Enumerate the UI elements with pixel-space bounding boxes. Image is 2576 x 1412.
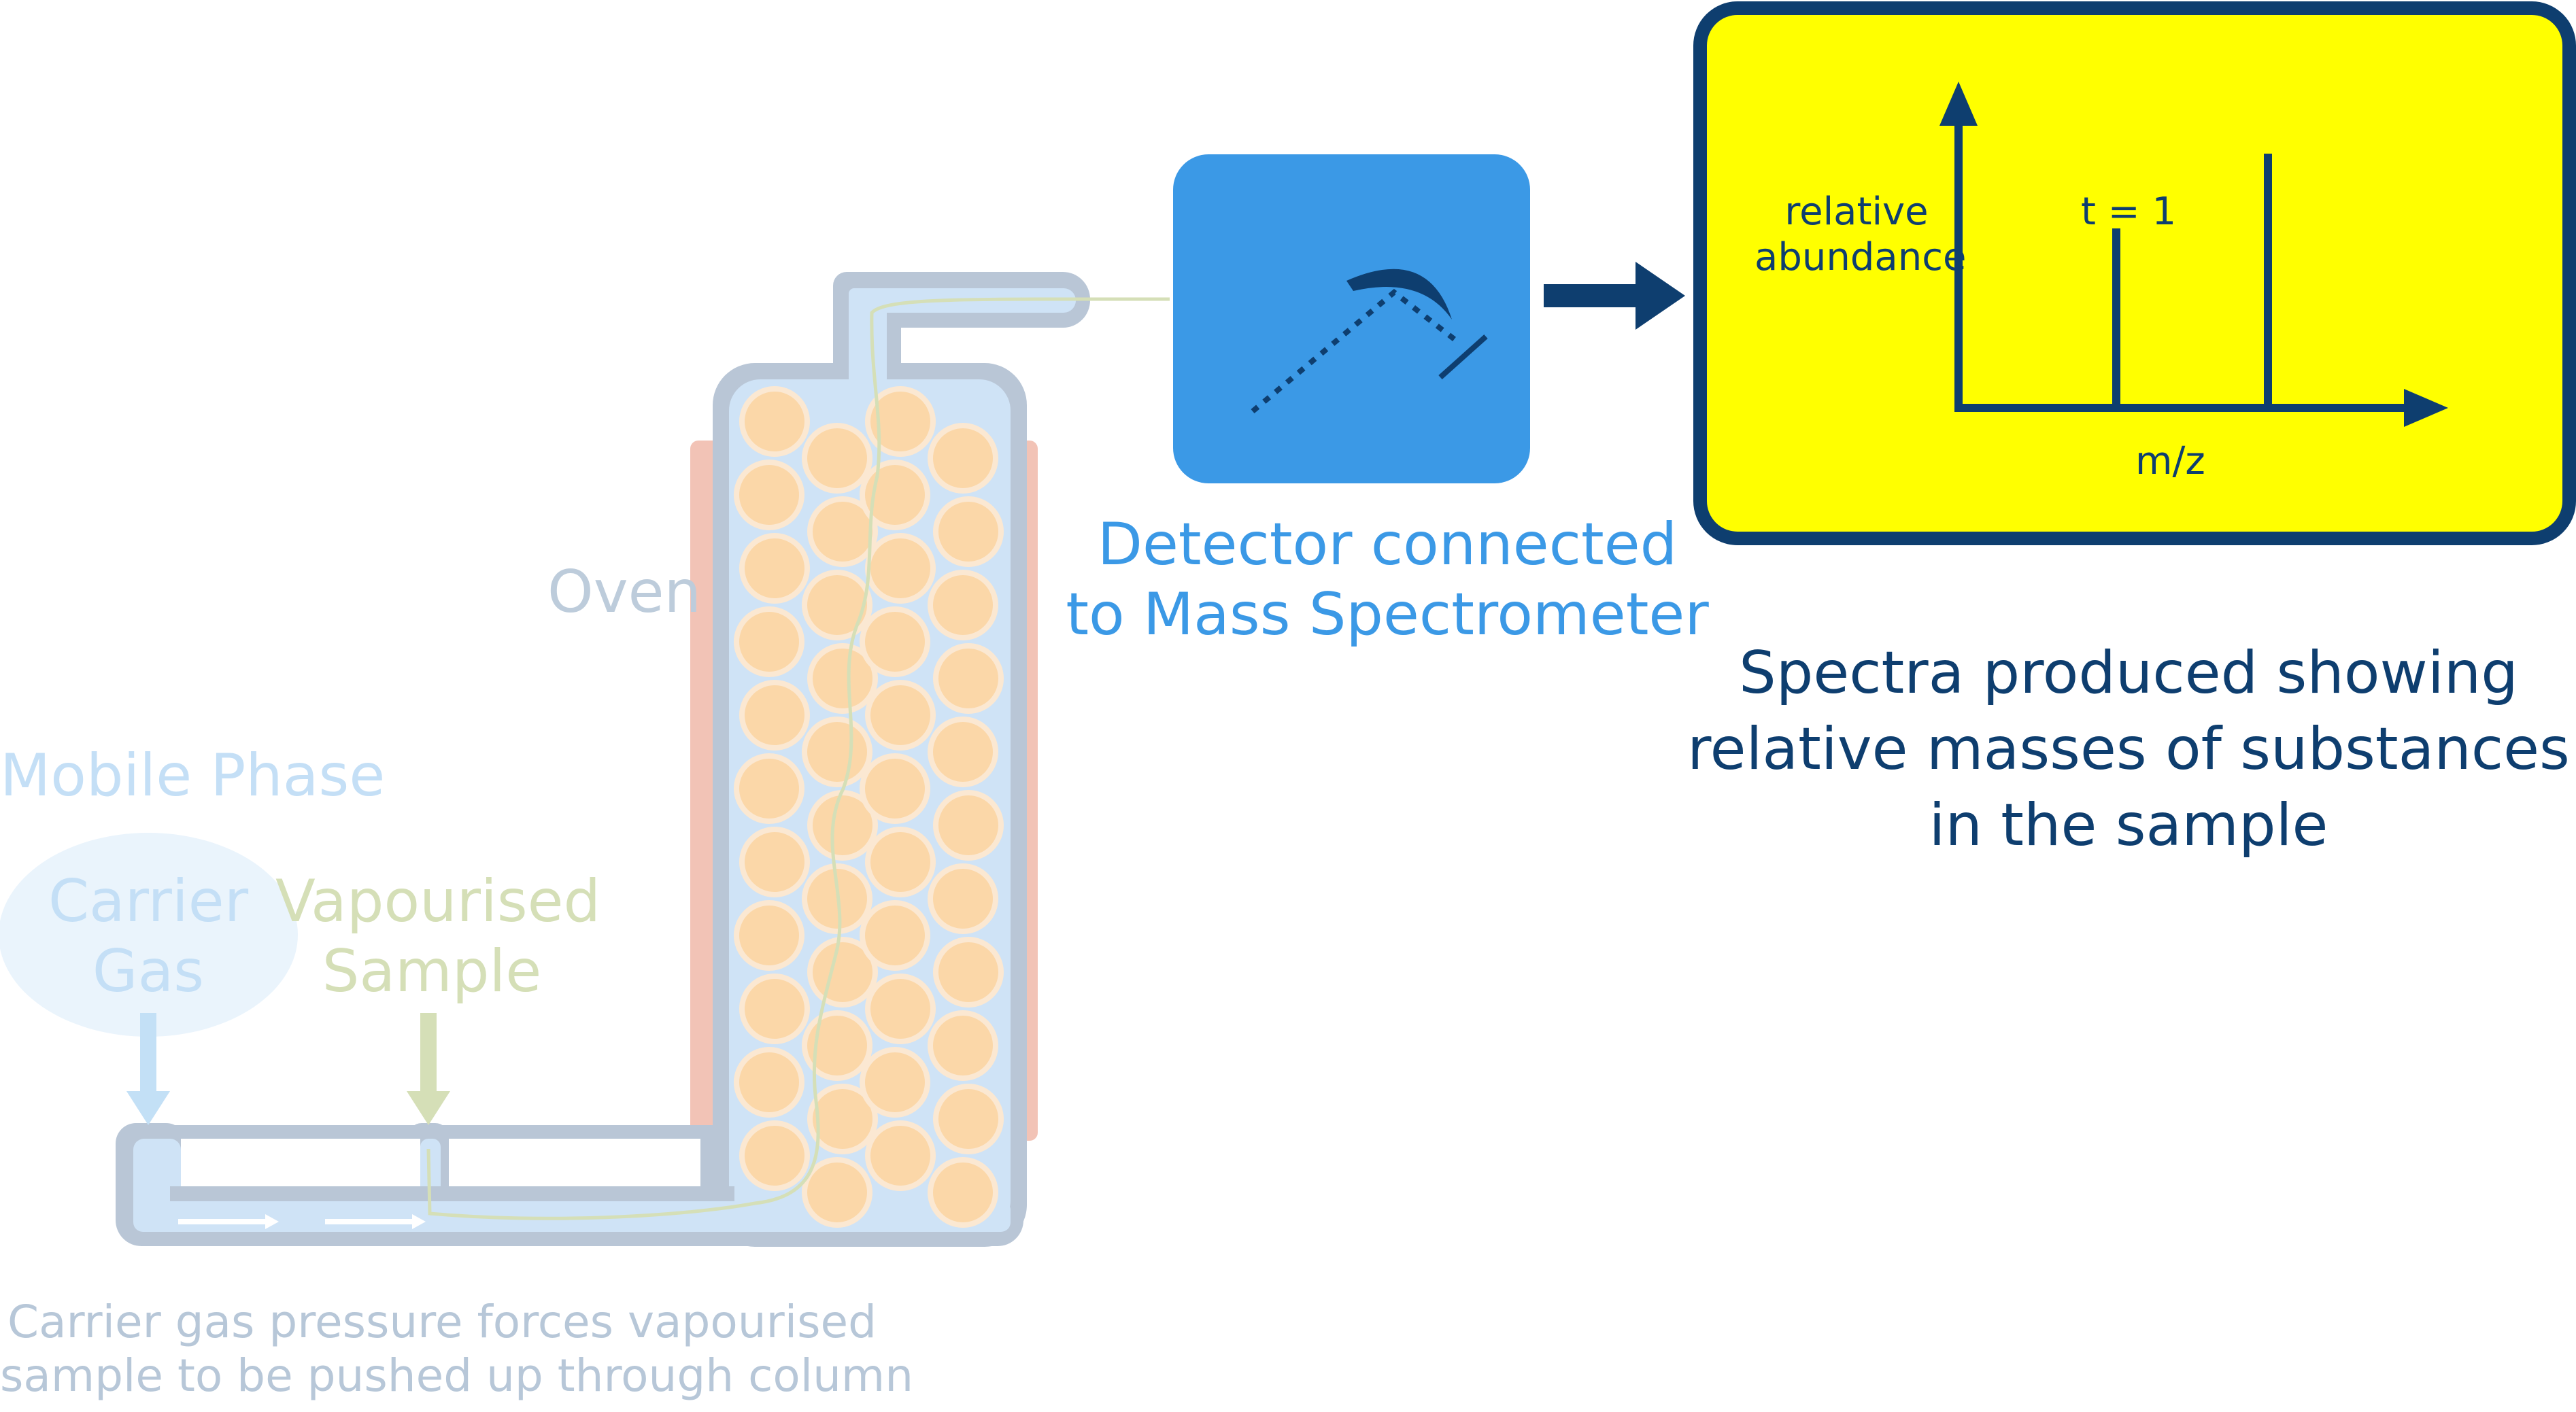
bead (933, 643, 1004, 714)
bead (734, 1047, 804, 1118)
detector-label-line1: Detector connected (1097, 511, 1678, 579)
bead (928, 570, 998, 640)
bead (860, 753, 930, 824)
bead (807, 1084, 878, 1154)
bead (739, 1120, 810, 1191)
bead (928, 423, 998, 494)
deflection-path-icon (1251, 269, 1488, 414)
carrier-gas-label-line1: Carrier (48, 867, 249, 935)
bead (739, 533, 810, 604)
bead (928, 1157, 998, 1228)
vapour-sample-arrow-icon (407, 1013, 450, 1125)
spectrum-peaks (2112, 154, 2272, 408)
spectra-description-line2: relative masses of substances (1687, 714, 2570, 783)
vapourised-sample-label: Vapourised Sample (275, 867, 601, 1007)
oven-label: Oven (547, 558, 702, 626)
caption-line1: Carrier gas pressure forces vapourised (7, 1296, 877, 1348)
spectrum-ylabel-line2: abundance (1755, 235, 1967, 280)
spectra-description-line3: in the sample (1929, 791, 2328, 859)
carrier-gas-bubble (0, 833, 298, 1037)
sample-path-line (426, 297, 1170, 1220)
vapourised-sample-label-line1: Vapourised (275, 867, 601, 935)
carrier-gas-arrow-icon (126, 1013, 170, 1125)
stationary-phase-beads (734, 386, 1004, 1228)
caption: Carrier gas pressure forces vapourised s… (0, 1295, 914, 1402)
spectrum-ylabel-line1: relative (1784, 190, 1929, 234)
spectra-description-line1: Spectra produced showing (1739, 639, 2518, 707)
right-arrow-icon (1544, 262, 1685, 330)
bead (928, 1010, 998, 1081)
spectrum-ylabel: relative abundance (1755, 189, 1967, 280)
bead (865, 827, 936, 897)
bead (734, 753, 804, 824)
carrier-gas-label-line2: Gas (92, 937, 205, 1006)
detector-box (1173, 154, 1530, 483)
bead (739, 386, 810, 457)
vapourised-sample-label-line2: Sample (322, 937, 542, 1006)
bead (933, 496, 1004, 567)
bead (933, 937, 1004, 1008)
caption-line2: sample to be pushed up through column (0, 1349, 914, 1402)
bead (802, 423, 872, 494)
bead (865, 680, 936, 751)
bead (865, 533, 936, 604)
detector-label-line2: to Mass Spectrometer (1066, 581, 1709, 649)
bead (928, 863, 998, 934)
bead (734, 606, 804, 677)
bead (860, 606, 930, 677)
bead (802, 717, 872, 787)
flow-arrow-icon (325, 1214, 426, 1229)
bead (802, 1157, 872, 1228)
spectrum-xlabel: m/z (2135, 439, 2205, 483)
bead (928, 717, 998, 787)
bead (739, 680, 810, 751)
bead (933, 1084, 1004, 1154)
bead (860, 1047, 930, 1118)
spectrum-peak-label: t = 1 (2081, 190, 2177, 234)
flow-arrow-icon (178, 1214, 279, 1229)
bead (933, 790, 1004, 861)
bead (734, 900, 804, 971)
bead (865, 1120, 936, 1191)
bead (807, 643, 878, 714)
spectra-description: Spectra produced showing relative masses… (1687, 636, 2571, 863)
spectrum-axes (1939, 82, 2448, 427)
bead (734, 460, 804, 530)
bead (802, 570, 872, 640)
bead (739, 827, 810, 897)
bead (860, 460, 930, 530)
bead (739, 974, 810, 1044)
bead (860, 900, 930, 971)
mobile-phase-label: Mobile Phase (0, 742, 386, 810)
detector-label: Detector connected to Mass Spectrometer (1061, 510, 1714, 650)
bead (807, 496, 878, 567)
bead (865, 974, 936, 1044)
bead (865, 386, 936, 457)
bead (802, 1010, 872, 1081)
carrier-gas-label: Carrier Gas (33, 867, 264, 1007)
